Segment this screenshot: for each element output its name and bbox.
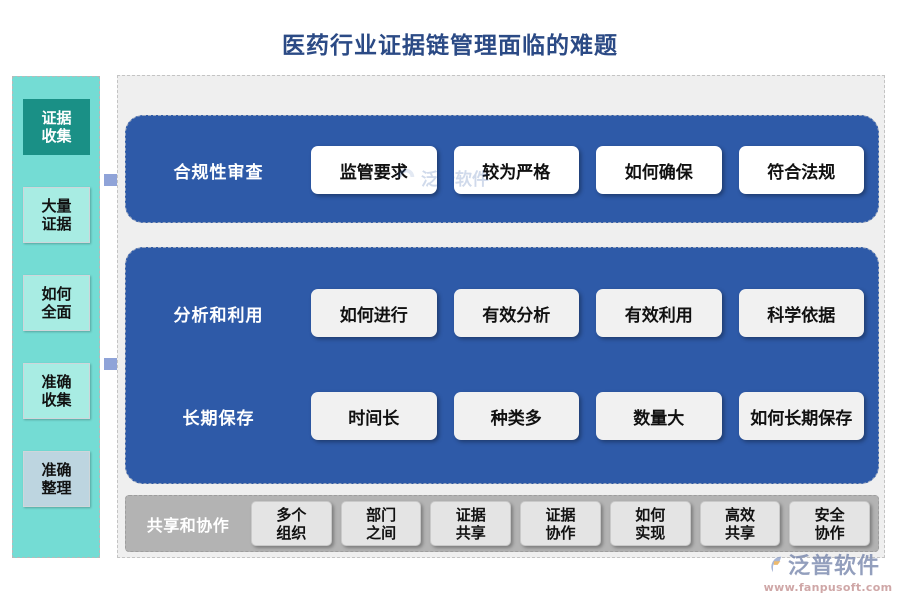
bottom-cell-6[interactable]: 安全 协作 xyxy=(789,501,871,546)
logo-name: 泛普软件 xyxy=(788,554,881,579)
bottom-cell-4-line1: 如何 xyxy=(635,505,666,524)
cell-analysis-2[interactable]: 有效利用 xyxy=(596,289,722,337)
row-label-compliance: 合规性审查 xyxy=(173,162,264,183)
bottom-bar-label: 共享和协作 xyxy=(146,515,230,535)
sidebar-item-3-line1: 准确 xyxy=(41,372,72,391)
bottom-cell-0-line1: 多个 xyxy=(276,505,307,524)
fanpusoft-logo: 泛普软件 www.fanpusoft.com xyxy=(762,548,894,594)
sidebar-item-2[interactable]: 如何 全面 xyxy=(23,275,90,331)
bottom-cell-6-line1: 安全 xyxy=(814,505,845,524)
cell-compliance-1[interactable]: 较为严格 xyxy=(453,146,579,194)
panel-analysis-storage: 分析和利用 如何进行 有效分析 有效利用 科学依据 长期保存 时间长 种类多 数… xyxy=(125,247,879,484)
sidebar-item-3[interactable]: 准确 收集 xyxy=(23,363,90,419)
bottom-cell-3[interactable]: 证据 协作 xyxy=(520,501,601,546)
logo-row: 泛普软件 xyxy=(762,548,894,580)
cell-storage-0[interactable]: 时间长 xyxy=(311,392,437,440)
row-label-analysis: 分析和利用 xyxy=(173,305,264,326)
cell-storage-1[interactable]: 种类多 xyxy=(453,392,579,440)
sidebar-item-1-line2: 证据 xyxy=(41,215,72,233)
bottom-cell-6-line2: 协作 xyxy=(814,523,845,542)
diagram-canvas: 合规性审查 监管要求 较为严格 如何确保 符合法规 分析和利用 如何进行 有效分… xyxy=(117,75,885,558)
logo-url: www.fanpusoft.com xyxy=(763,581,893,594)
bottom-cell-5-line1: 高效 xyxy=(724,505,755,524)
row-cells-storage: 时间长 种类多 数量大 如何长期保存 xyxy=(311,392,878,440)
sidebar-item-0-line1: 证据 xyxy=(41,108,72,127)
sidebar-item-0[interactable]: 证据 收集 xyxy=(23,99,90,155)
panel-row-storage: 长期保存 时间长 种类多 数量大 如何长期保存 xyxy=(126,385,878,447)
bottom-cell-3-line1: 证据 xyxy=(545,505,576,524)
cell-compliance-2[interactable]: 如何确保 xyxy=(596,146,722,194)
sidebar-item-3-line2: 收集 xyxy=(41,391,72,409)
sidebar-item-4[interactable]: 准确 整理 xyxy=(23,451,90,507)
bottom-cell-0-line2: 组织 xyxy=(276,523,307,542)
panel-compliance: 合规性审查 监管要求 较为严格 如何确保 符合法规 xyxy=(125,115,879,223)
bottom-cell-5[interactable]: 高效 共享 xyxy=(699,501,781,546)
row-label-storage: 长期保存 xyxy=(182,408,255,429)
bottom-cell-4[interactable]: 如何 实现 xyxy=(609,501,691,546)
evidence-collection-sidebar: 证据 收集 大量 证据 如何 全面 准确 收集 准确 整理 xyxy=(12,76,100,558)
sidebar-item-1-line1: 大量 xyxy=(41,196,72,215)
cell-compliance-0[interactable]: 监管要求 xyxy=(311,146,437,194)
cell-analysis-1[interactable]: 有效分析 xyxy=(453,289,579,337)
bottom-cell-3-line2: 协作 xyxy=(545,523,576,542)
sidebar-item-4-line1: 准确 xyxy=(41,460,72,479)
logo-swoosh-icon xyxy=(771,556,782,573)
bottom-cell-1-line1: 部门 xyxy=(366,505,397,524)
row-cells-analysis: 如何进行 有效分析 有效利用 科学依据 xyxy=(311,289,878,337)
sidebar-item-0-line2: 收集 xyxy=(41,127,72,145)
sidebar-item-1[interactable]: 大量 证据 xyxy=(23,187,90,243)
cell-storage-2[interactable]: 数量大 xyxy=(596,392,722,440)
page-title: 医药行业证据链管理面临的难题 xyxy=(282,33,618,59)
row-cells-compliance: 监管要求 较为严格 如何确保 符合法规 xyxy=(311,146,878,194)
bottom-bar-sharing: 共享和协作 多个 组织 部门 之间 证据 共享 证据 协作 如何 实现 高效 共… xyxy=(125,495,879,552)
cell-analysis-0[interactable]: 如何进行 xyxy=(311,289,437,337)
cell-compliance-3[interactable]: 符合法规 xyxy=(738,146,864,194)
panel-row-compliance: 合规性审查 监管要求 较为严格 如何确保 符合法规 xyxy=(126,139,878,201)
sidebar-item-2-line1: 如何 xyxy=(41,284,72,303)
bottom-cell-5-line2: 共享 xyxy=(724,523,755,542)
sidebar-item-2-line2: 全面 xyxy=(41,303,72,321)
bottom-cell-4-line2: 实现 xyxy=(635,523,666,542)
cell-storage-3[interactable]: 如何长期保存 xyxy=(738,392,864,440)
bottom-cell-1-line2: 之间 xyxy=(366,523,397,542)
bottom-cell-0[interactable]: 多个 组织 xyxy=(251,501,332,546)
panel-row-analysis: 分析和利用 如何进行 有效分析 有效利用 科学依据 xyxy=(126,282,878,344)
bottom-cell-2-line1: 证据 xyxy=(455,505,486,524)
cell-analysis-3[interactable]: 科学依据 xyxy=(738,289,864,337)
bottom-cell-2[interactable]: 证据 共享 xyxy=(430,501,512,546)
bottom-cell-2-line2: 共享 xyxy=(455,523,486,542)
bottom-cell-1[interactable]: 部门 之间 xyxy=(340,501,422,546)
sidebar-item-4-line2: 整理 xyxy=(41,479,72,497)
